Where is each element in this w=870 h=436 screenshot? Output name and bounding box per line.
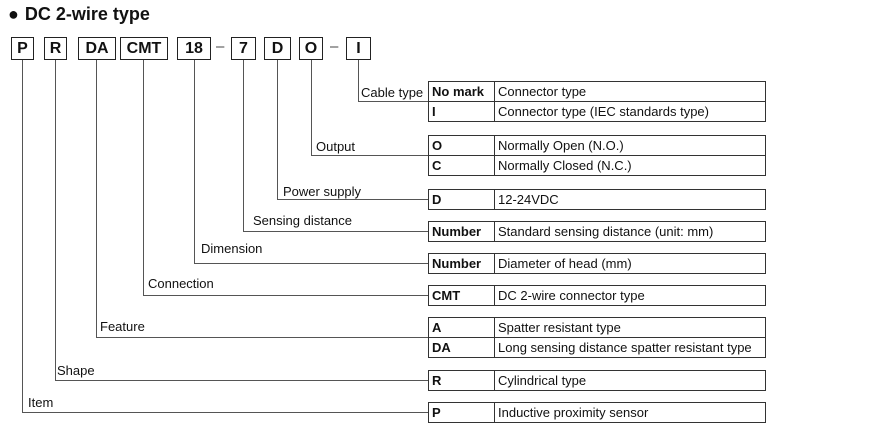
leader-line-item [22,60,428,413]
option-code: O [428,135,495,156]
option-description: Normally Closed (N.C.) [494,155,766,176]
group-label-cable-type: Cable type [361,85,424,100]
code-part-item: P [11,37,34,60]
option-description: Spatter resistant type [494,317,766,338]
group-label-sensing-distance: Sensing distance [253,213,353,228]
option-code: R [428,370,495,391]
option-description: Standard sensing distance (unit: mm) [494,221,766,242]
code-part-output: O [299,37,323,60]
option-code: P [428,402,495,423]
code-part-dimension: 18 [177,37,211,60]
separator-dash: – [330,38,339,55]
option-code: Number [428,253,495,274]
group-label-power-supply: Power supply [283,184,362,199]
option-code: I [428,101,495,122]
option-description: Connector type (IEC standards type) [494,101,766,122]
option-code: A [428,317,495,338]
leader-line-connection [143,60,428,296]
group-label-shape: Shape [57,363,95,378]
bullet-icon: ● [8,4,19,24]
code-part-shape: R [44,37,67,60]
code-part-feature: DA [78,37,116,60]
group-label-item: Item [28,395,54,410]
leader-line-feature [96,60,428,338]
separator-dash: – [216,38,225,55]
leader-line-power-supply [277,60,428,200]
option-description: Normally Open (N.O.) [494,135,766,156]
option-code: No mark [428,81,495,102]
option-description: 12-24VDC [494,189,766,210]
group-label-dimension: Dimension [201,241,263,256]
code-part-sensing-distance: 7 [231,37,256,60]
leader-line-shape [55,60,428,381]
code-part-power-supply: D [264,37,291,60]
option-code: CMT [428,285,495,306]
group-label-output: Output [316,139,356,154]
code-part-connection: CMT [120,37,168,60]
code-part-cable-type: I [346,37,371,60]
leader-line-cable-type [358,60,428,102]
leader-line-sensing-distance [243,60,428,232]
leader-line-dimension [194,60,428,264]
group-label-feature: Feature [100,319,145,334]
option-description: Cylindrical type [494,370,766,391]
option-code: DA [428,337,495,358]
option-code: Number [428,221,495,242]
option-description: Inductive proximity sensor [494,402,766,423]
option-code: D [428,189,495,210]
diagram-title: ●DC 2-wire type [8,4,150,25]
title-text: DC 2-wire type [24,4,150,24]
option-description: Diameter of head (mm) [494,253,766,274]
option-code: C [428,155,495,176]
group-label-connection: Connection [148,276,214,291]
option-description: Connector type [494,81,766,102]
option-description: DC 2-wire connector type [494,285,766,306]
option-description: Long sensing distance spatter resistant … [494,337,766,358]
leader-line-output [311,60,428,156]
